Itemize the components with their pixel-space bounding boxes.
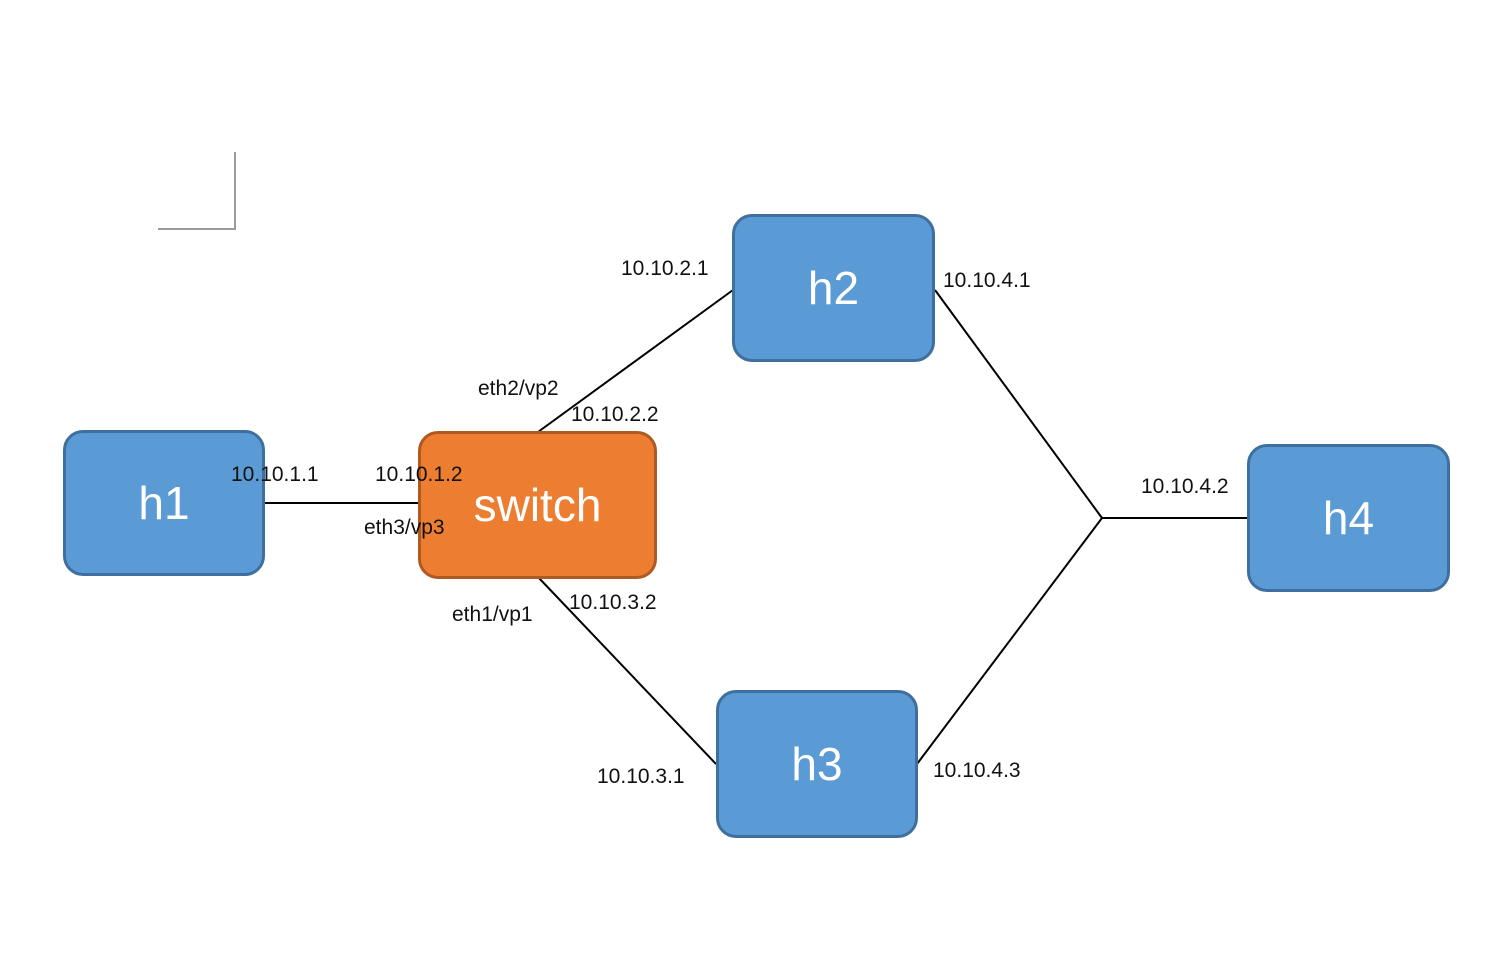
label-switch-ip-h3: 10.10.3.2 <box>569 591 657 614</box>
link-h2-junction <box>934 289 1103 519</box>
node-h2[interactable]: h2 <box>732 214 935 362</box>
link-switch-h3 <box>537 576 717 765</box>
label-h1-ip: 10.10.1.1 <box>231 463 319 486</box>
node-switch[interactable]: switch <box>418 431 657 579</box>
node-h3[interactable]: h3 <box>716 690 918 838</box>
label-h3-ip-h4: 10.10.4.3 <box>933 759 1021 782</box>
label-switch-port-h3: eth1/vp1 <box>452 603 533 626</box>
label-switch-port-h2: eth2/vp2 <box>478 377 559 400</box>
label-h4-ip: 10.10.4.2 <box>1141 475 1229 498</box>
link-switch-h2 <box>537 289 734 433</box>
label-switch-port-h1: eth3/vp3 <box>364 516 445 539</box>
node-h1[interactable]: h1 <box>63 430 265 576</box>
link-h3-junction <box>916 517 1103 765</box>
label-h2-ip-h4: 10.10.4.1 <box>943 269 1031 292</box>
label-h2-ip-switch: 10.10.2.1 <box>621 257 709 280</box>
crop-mark <box>158 152 236 230</box>
label-switch-ip-h2: 10.10.2.2 <box>571 403 659 426</box>
label-switch-ip-h1: 10.10.1.2 <box>375 463 463 486</box>
label-h3-ip-switch: 10.10.3.1 <box>597 765 685 788</box>
node-h4[interactable]: h4 <box>1247 444 1450 592</box>
